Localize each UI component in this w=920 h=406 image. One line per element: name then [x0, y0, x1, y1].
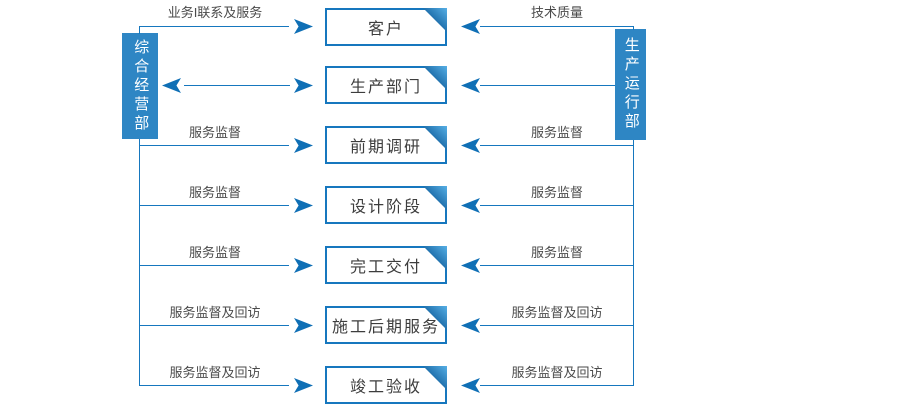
edge-label-left: 服务监督 — [188, 185, 241, 200]
flow-box-customer: 客户 — [325, 8, 447, 46]
arrow-left-icon — [162, 78, 181, 93]
connector-line — [184, 85, 290, 86]
flow-box-label: 施工后期服务 — [331, 319, 440, 336]
edge-label-left: 服务监督 — [188, 125, 241, 140]
folded-corner-icon — [423, 186, 447, 210]
connector-line — [139, 26, 289, 27]
arrow-right-icon — [294, 378, 313, 393]
dept-label: 生产运行部 — [622, 37, 640, 132]
connector-line — [480, 26, 634, 27]
flow-box-preliminary-research: 前期调研 — [325, 126, 447, 164]
arrow-left-icon — [461, 138, 480, 153]
edge-label-left: 服务监督及回访 — [169, 305, 261, 320]
arrow-right-icon — [294, 138, 313, 153]
connector-line — [139, 385, 289, 386]
flow-box-label: 前期调研 — [349, 139, 422, 156]
edge-label-right: 服务监督及回访 — [511, 305, 603, 320]
connector-stub-left — [139, 26, 140, 34]
edge-label-right: 服务监督及回访 — [511, 365, 603, 380]
edge-label-right: 技术质量 — [530, 5, 583, 20]
flow-box-production-dept: 生产部门 — [325, 66, 447, 104]
edge-label-right: 服务监督 — [530, 125, 583, 140]
flow-box-completion-acceptance: 竣工验收 — [325, 366, 447, 404]
folded-corner-icon — [423, 366, 447, 390]
flow-box-label: 完工交付 — [349, 259, 422, 276]
folded-corner-icon — [423, 126, 447, 150]
arrow-left-icon — [461, 19, 480, 34]
arrow-right-icon — [294, 258, 313, 273]
dept-box-general-management: 综合经营部 — [122, 33, 158, 139]
arrow-right-icon — [294, 318, 313, 333]
connector-line — [139, 265, 289, 266]
folded-corner-icon — [423, 8, 447, 32]
edge-label-left: 服务监督及回访 — [169, 365, 261, 380]
arrow-left-icon — [461, 198, 480, 213]
connector-line — [480, 145, 634, 146]
connector-line — [480, 205, 634, 206]
arrow-left-icon — [461, 258, 480, 273]
arrow-right-icon — [294, 78, 313, 93]
edge-label-left: 业务I联系及服务 — [167, 5, 263, 20]
folded-corner-icon — [423, 66, 447, 90]
connector-trunk-right — [633, 140, 634, 386]
flow-box-completion-delivery: 完工交付 — [325, 246, 447, 284]
connector-line — [480, 385, 634, 386]
folded-corner-icon — [423, 246, 447, 270]
arrow-left-icon — [461, 78, 480, 93]
connector-line — [139, 205, 289, 206]
connector-line — [480, 325, 634, 326]
flow-box-label: 生产部门 — [349, 79, 422, 96]
arrow-left-icon — [461, 378, 480, 393]
flow-box-label: 竣工验收 — [349, 379, 422, 396]
connector-line — [480, 85, 615, 86]
arrow-left-icon — [461, 318, 480, 333]
flow-box-design-phase: 设计阶段 — [325, 186, 447, 224]
connector-stub-right — [633, 26, 634, 30]
arrow-right-icon — [294, 198, 313, 213]
flow-box-label: 客户 — [367, 21, 404, 38]
edge-label-right: 服务监督 — [530, 245, 583, 260]
connector-line — [480, 265, 634, 266]
connector-line — [139, 325, 289, 326]
edge-label-left: 服务监督 — [188, 245, 241, 260]
arrow-right-icon — [294, 19, 313, 34]
flow-box-label: 设计阶段 — [349, 199, 422, 216]
dept-box-production-operation: 生产运行部 — [615, 29, 646, 140]
connector-line — [139, 145, 289, 146]
edge-label-right: 服务监督 — [530, 185, 583, 200]
flow-box-post-construction-service: 施工后期服务 — [325, 306, 447, 344]
dept-label: 综合经营部 — [132, 38, 150, 134]
connector-trunk-left — [139, 139, 140, 386]
